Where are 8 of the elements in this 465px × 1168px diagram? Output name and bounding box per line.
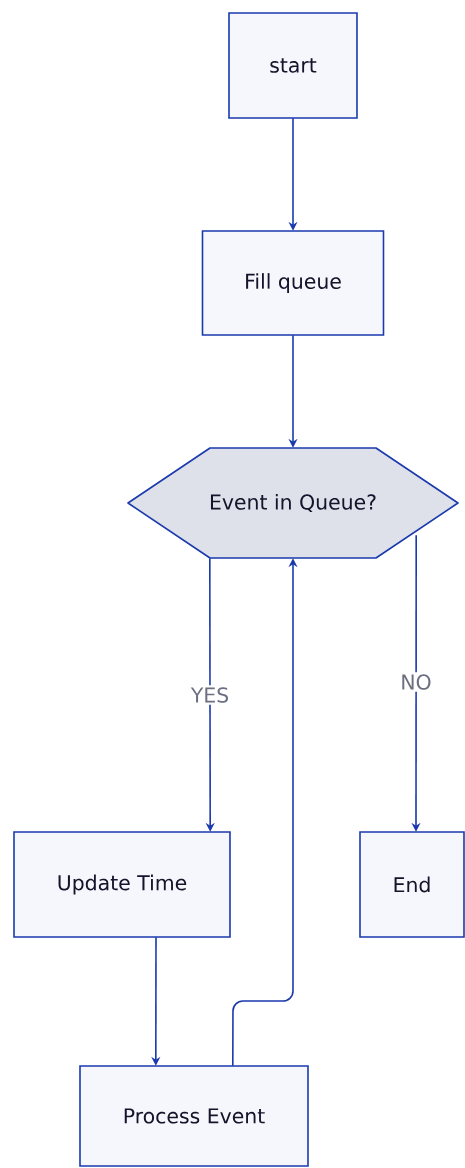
process-box: Update Time [13, 831, 231, 938]
decision-hexagon: Event in Queue? [127, 447, 459, 559]
edge-label: YES [188, 685, 232, 705]
process-box: Process Event [79, 1065, 309, 1167]
edge-label: NO [398, 672, 434, 692]
process-box: Fill queue [201, 230, 385, 336]
process-box: End [359, 831, 465, 938]
process-box: start [228, 12, 358, 119]
